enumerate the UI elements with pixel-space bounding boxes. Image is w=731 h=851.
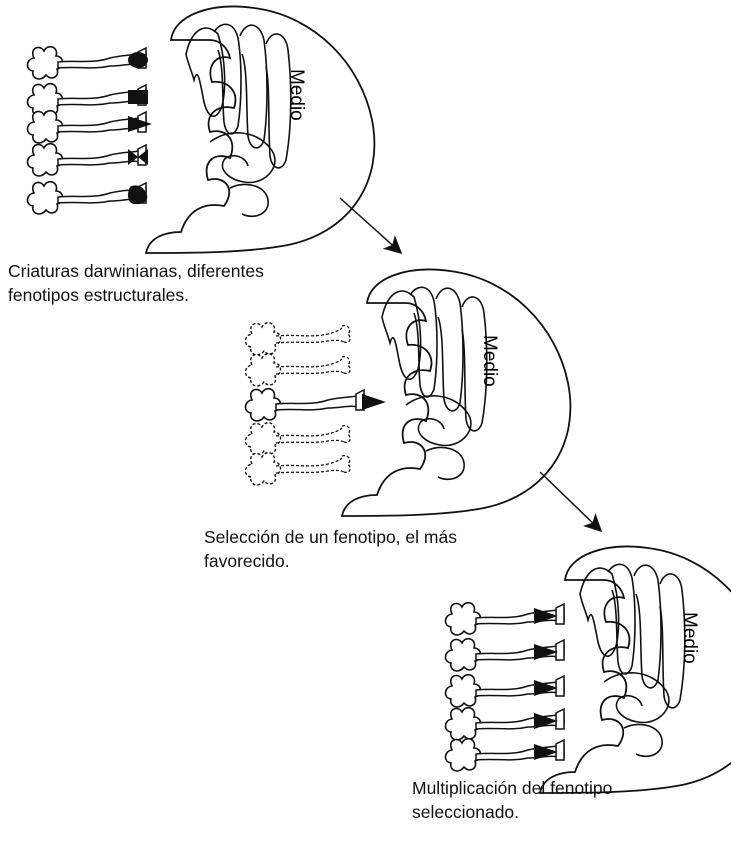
triangle-phenotype-icon: [362, 394, 386, 410]
medium-label: Medio: [286, 69, 307, 121]
caption-line: Multiplicación del fenotipo: [412, 776, 612, 800]
arrow-2: [540, 472, 600, 530]
caption-line: seleccionado.: [412, 800, 612, 824]
creature: [445, 639, 564, 671]
arrow-1: [340, 198, 400, 252]
caption-selection: Selección de un fenotipo, el más favorec…: [204, 525, 457, 573]
panel-1: Medio: [27, 7, 374, 253]
medium-label: Medio: [479, 335, 500, 387]
faded-creature: [245, 323, 350, 355]
faded-creature: [245, 453, 350, 485]
selected-creature: [245, 389, 386, 421]
creature: [27, 182, 147, 214]
medium-blob: [342, 270, 570, 516]
creature: [27, 144, 148, 176]
rectangle-phenotype-icon: [128, 90, 148, 104]
caption-darwinian-creatures: Criaturas darwinianas, diferentes fenoti…: [8, 259, 264, 307]
creature: [445, 675, 564, 707]
faded-creature: [245, 354, 350, 386]
oval-phenotype-icon: [128, 52, 148, 68]
creature: [445, 739, 564, 771]
panel-3: Medio: [445, 547, 731, 793]
faded-creature: [245, 423, 350, 455]
creature: [27, 84, 148, 116]
creature: [27, 111, 152, 143]
creature: [445, 603, 564, 635]
medium-blob: [146, 7, 374, 253]
medium-label: Medio: [679, 612, 700, 664]
caption-line: Criaturas darwinianas, diferentes: [8, 259, 264, 283]
caption-line: Selección de un fenotipo, el más: [204, 525, 457, 549]
medium-blob: [540, 547, 731, 793]
caption-line: favorecido.: [204, 549, 457, 573]
creature: [445, 708, 564, 740]
panel-2: Medio: [245, 270, 570, 516]
creature: [27, 47, 148, 79]
caption-line: fenotipos estructurales.: [8, 283, 264, 307]
caption-multiplication: Multiplicación del fenotipo seleccionado…: [412, 776, 612, 824]
